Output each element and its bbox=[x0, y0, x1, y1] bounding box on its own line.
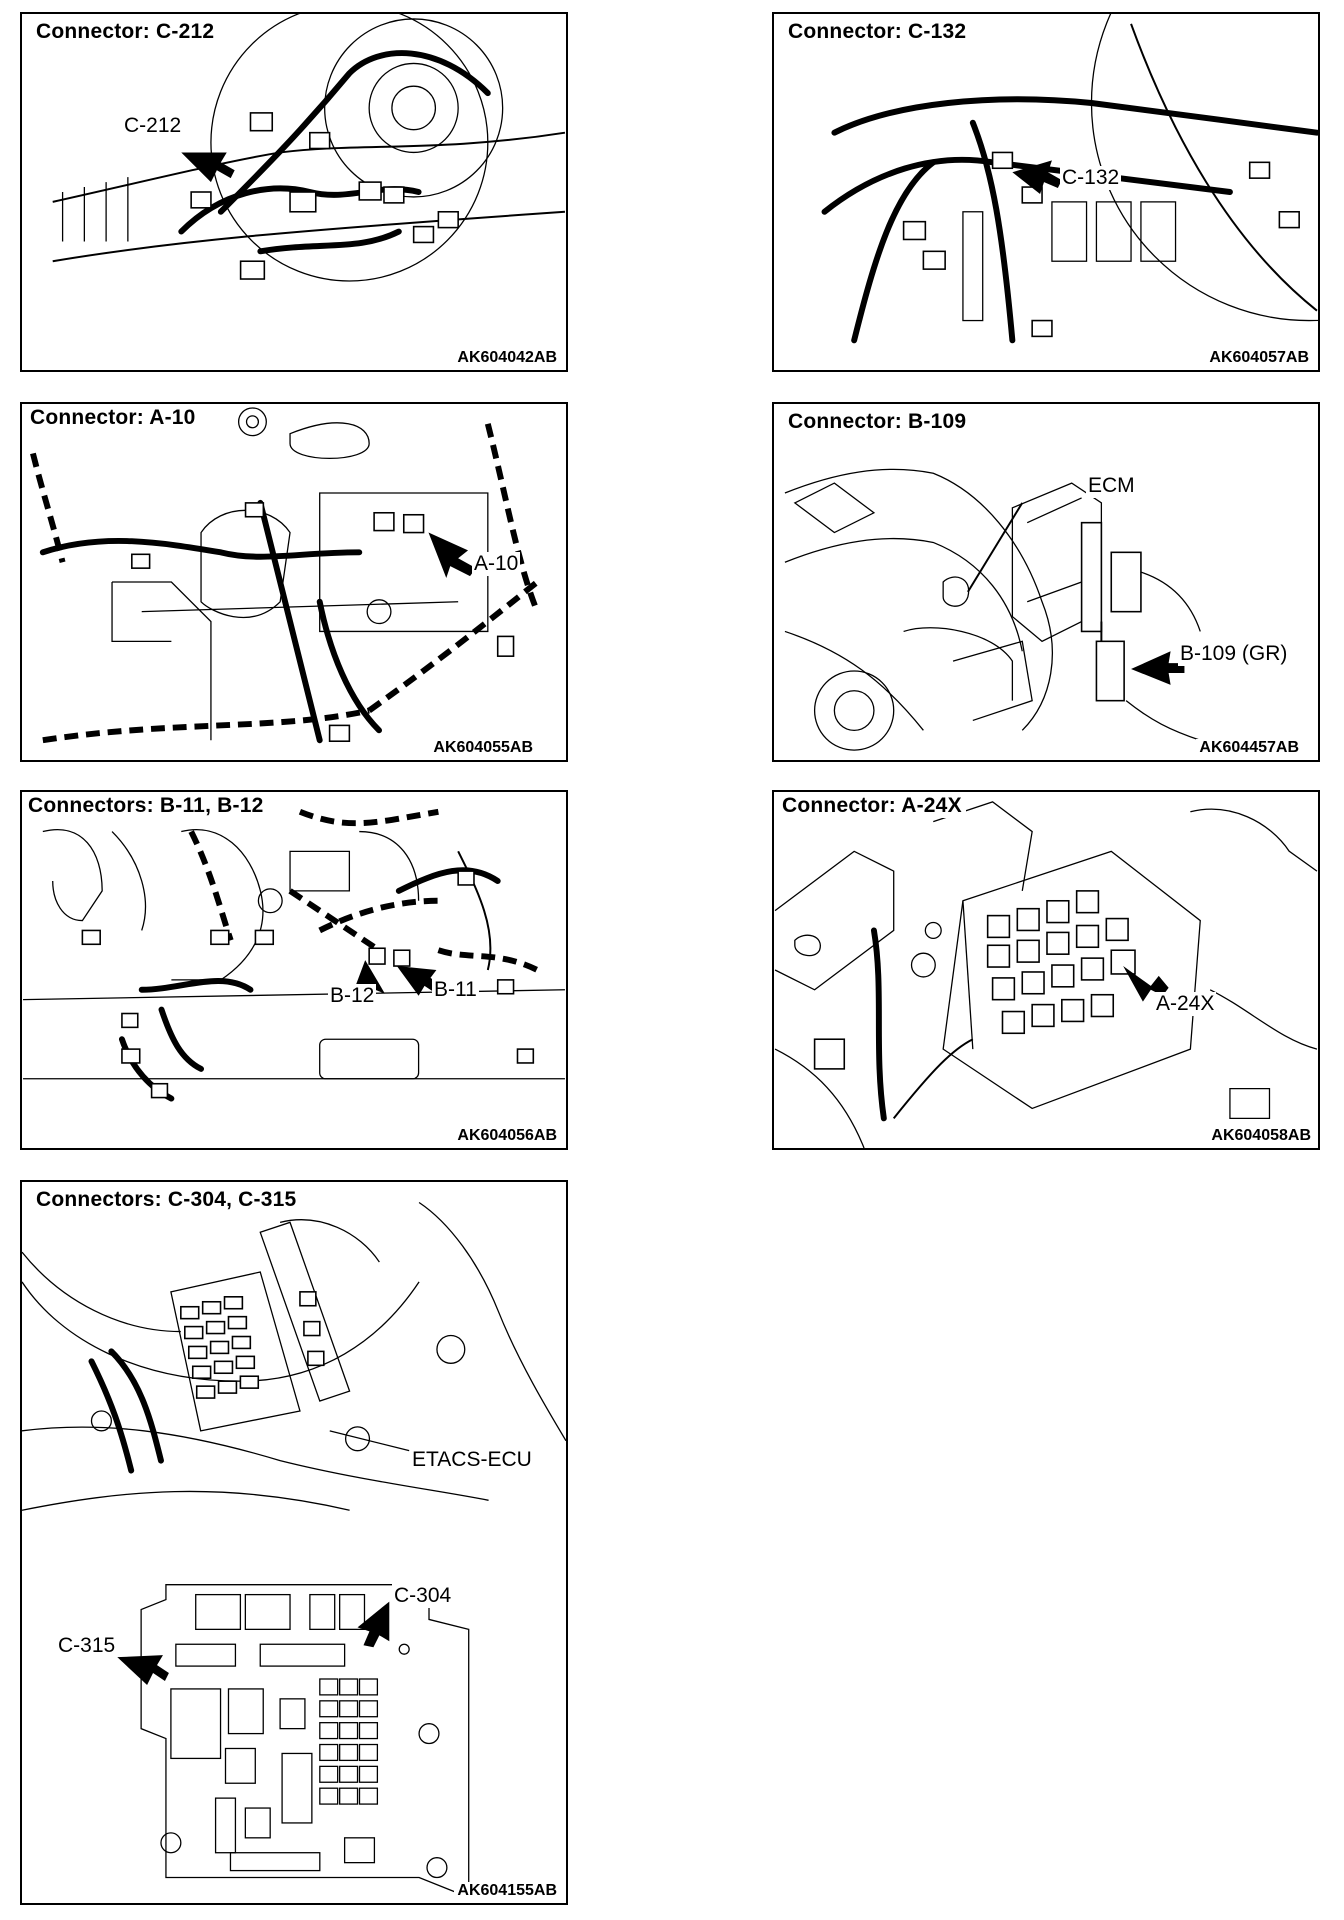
c212-arrow bbox=[181, 152, 235, 183]
etacs-ecu-label: ETACS-ECU bbox=[410, 1448, 534, 1472]
c212-illustration bbox=[52, 14, 566, 282]
panel-c132: Connector: C-132 C-132 AK604057AB bbox=[772, 12, 1320, 372]
connector-label: A-24X bbox=[1154, 992, 1217, 1016]
panel-b11-b12: Connectors: B-11, B-12 B-12 B-11 AK60405… bbox=[20, 790, 568, 1150]
panel-a24x: Connector: A-24X A-24X AK604058AB bbox=[772, 790, 1320, 1150]
connector-label: B-109 (GR) bbox=[1178, 642, 1290, 666]
ecm-label: ECM bbox=[1086, 474, 1137, 498]
b12-arrow bbox=[353, 960, 385, 1004]
connector-label: C-132 bbox=[1060, 166, 1122, 190]
b11-b12-illustration bbox=[23, 808, 565, 1102]
c315-arrow bbox=[117, 1655, 169, 1685]
b109-arrow bbox=[1131, 651, 1185, 685]
b11-arrow bbox=[396, 966, 443, 996]
panel-title: Connector: C-212 bbox=[32, 20, 219, 44]
panel-title: Connector: A-24X bbox=[778, 794, 966, 818]
fuse-grid bbox=[180, 1291, 325, 1399]
connector-label: C-212 bbox=[122, 114, 184, 138]
panel-title: Connector: B-109 bbox=[784, 410, 971, 434]
b11-label: B-11 bbox=[432, 978, 479, 1002]
panel-c304-c315: Connectors: C-304, C-315 ETACS-ECU C-304… bbox=[20, 1180, 568, 1905]
fuse-columns bbox=[319, 1678, 379, 1805]
panel-title: Connector: C-132 bbox=[784, 20, 971, 44]
connector-label: A-10 bbox=[472, 552, 521, 576]
c132-arrow bbox=[1012, 160, 1062, 194]
b12-label: B-12 bbox=[328, 984, 377, 1008]
a24x-illustration bbox=[774, 801, 1318, 1148]
figure-code: AK604055AB bbox=[430, 739, 536, 757]
panel-title: Connectors: C-304, C-315 bbox=[32, 1188, 301, 1212]
c315-label: C-315 bbox=[56, 1634, 118, 1658]
c304-c315-illustration bbox=[22, 1201, 566, 1899]
c304-label: C-304 bbox=[392, 1584, 454, 1608]
panel-b109: Connector: B-109 ECM B-109 (GR) AK604457… bbox=[772, 402, 1320, 762]
figure-code: AK604042AB bbox=[454, 349, 560, 367]
a10-illustration bbox=[30, 407, 541, 744]
b109-illustration bbox=[784, 468, 1201, 751]
panel-c212: Connector: C-212 C-212 AK604042AB bbox=[20, 12, 568, 372]
a10-arrow bbox=[428, 532, 476, 579]
c132-illustration bbox=[821, 14, 1318, 344]
figure-code: AK604457AB bbox=[1196, 739, 1302, 757]
panel-title: Connectors: B-11, B-12 bbox=[24, 794, 268, 818]
panel-title: Connector: A-10 bbox=[26, 406, 200, 430]
figure-code: AK604058AB bbox=[1208, 1127, 1314, 1145]
relay-block bbox=[986, 890, 1136, 1035]
c304-arrow bbox=[357, 1601, 390, 1648]
figure-code: AK604155AB bbox=[454, 1882, 560, 1900]
figure-code: AK604056AB bbox=[454, 1127, 560, 1145]
panel-a10: Connector: A-10 A-10 AK604055AB bbox=[20, 402, 568, 762]
figure-code: AK604057AB bbox=[1206, 349, 1312, 367]
